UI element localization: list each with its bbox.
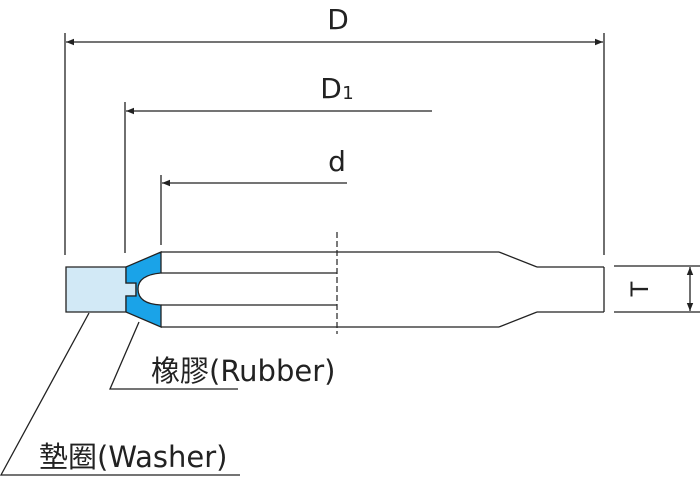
- label-thickness: T: [626, 281, 654, 297]
- dimension-lines: [66, 38, 694, 311]
- washer-leader-line: [0, 312, 240, 476]
- body-top-taper: [498, 251, 538, 268]
- label-bore: d: [328, 145, 346, 178]
- label-outer-diameter: D: [327, 3, 349, 36]
- leader-lines: [0, 312, 240, 476]
- extension-lines: [64, 33, 700, 313]
- label-inner-diameter: D: [320, 72, 342, 105]
- washer-callout-label: 墊圈(Washer): [39, 440, 227, 474]
- label-inner-diameter-subscript: 1: [342, 83, 353, 104]
- rubber-callout-label: 橡膠(Rubber): [151, 354, 335, 388]
- rubber-leader-line: [109, 321, 238, 390]
- body-bottom-taper: [498, 311, 538, 328]
- rubber-seal-shape: [125, 251, 162, 328]
- seal-body-profile: [161, 251, 605, 328]
